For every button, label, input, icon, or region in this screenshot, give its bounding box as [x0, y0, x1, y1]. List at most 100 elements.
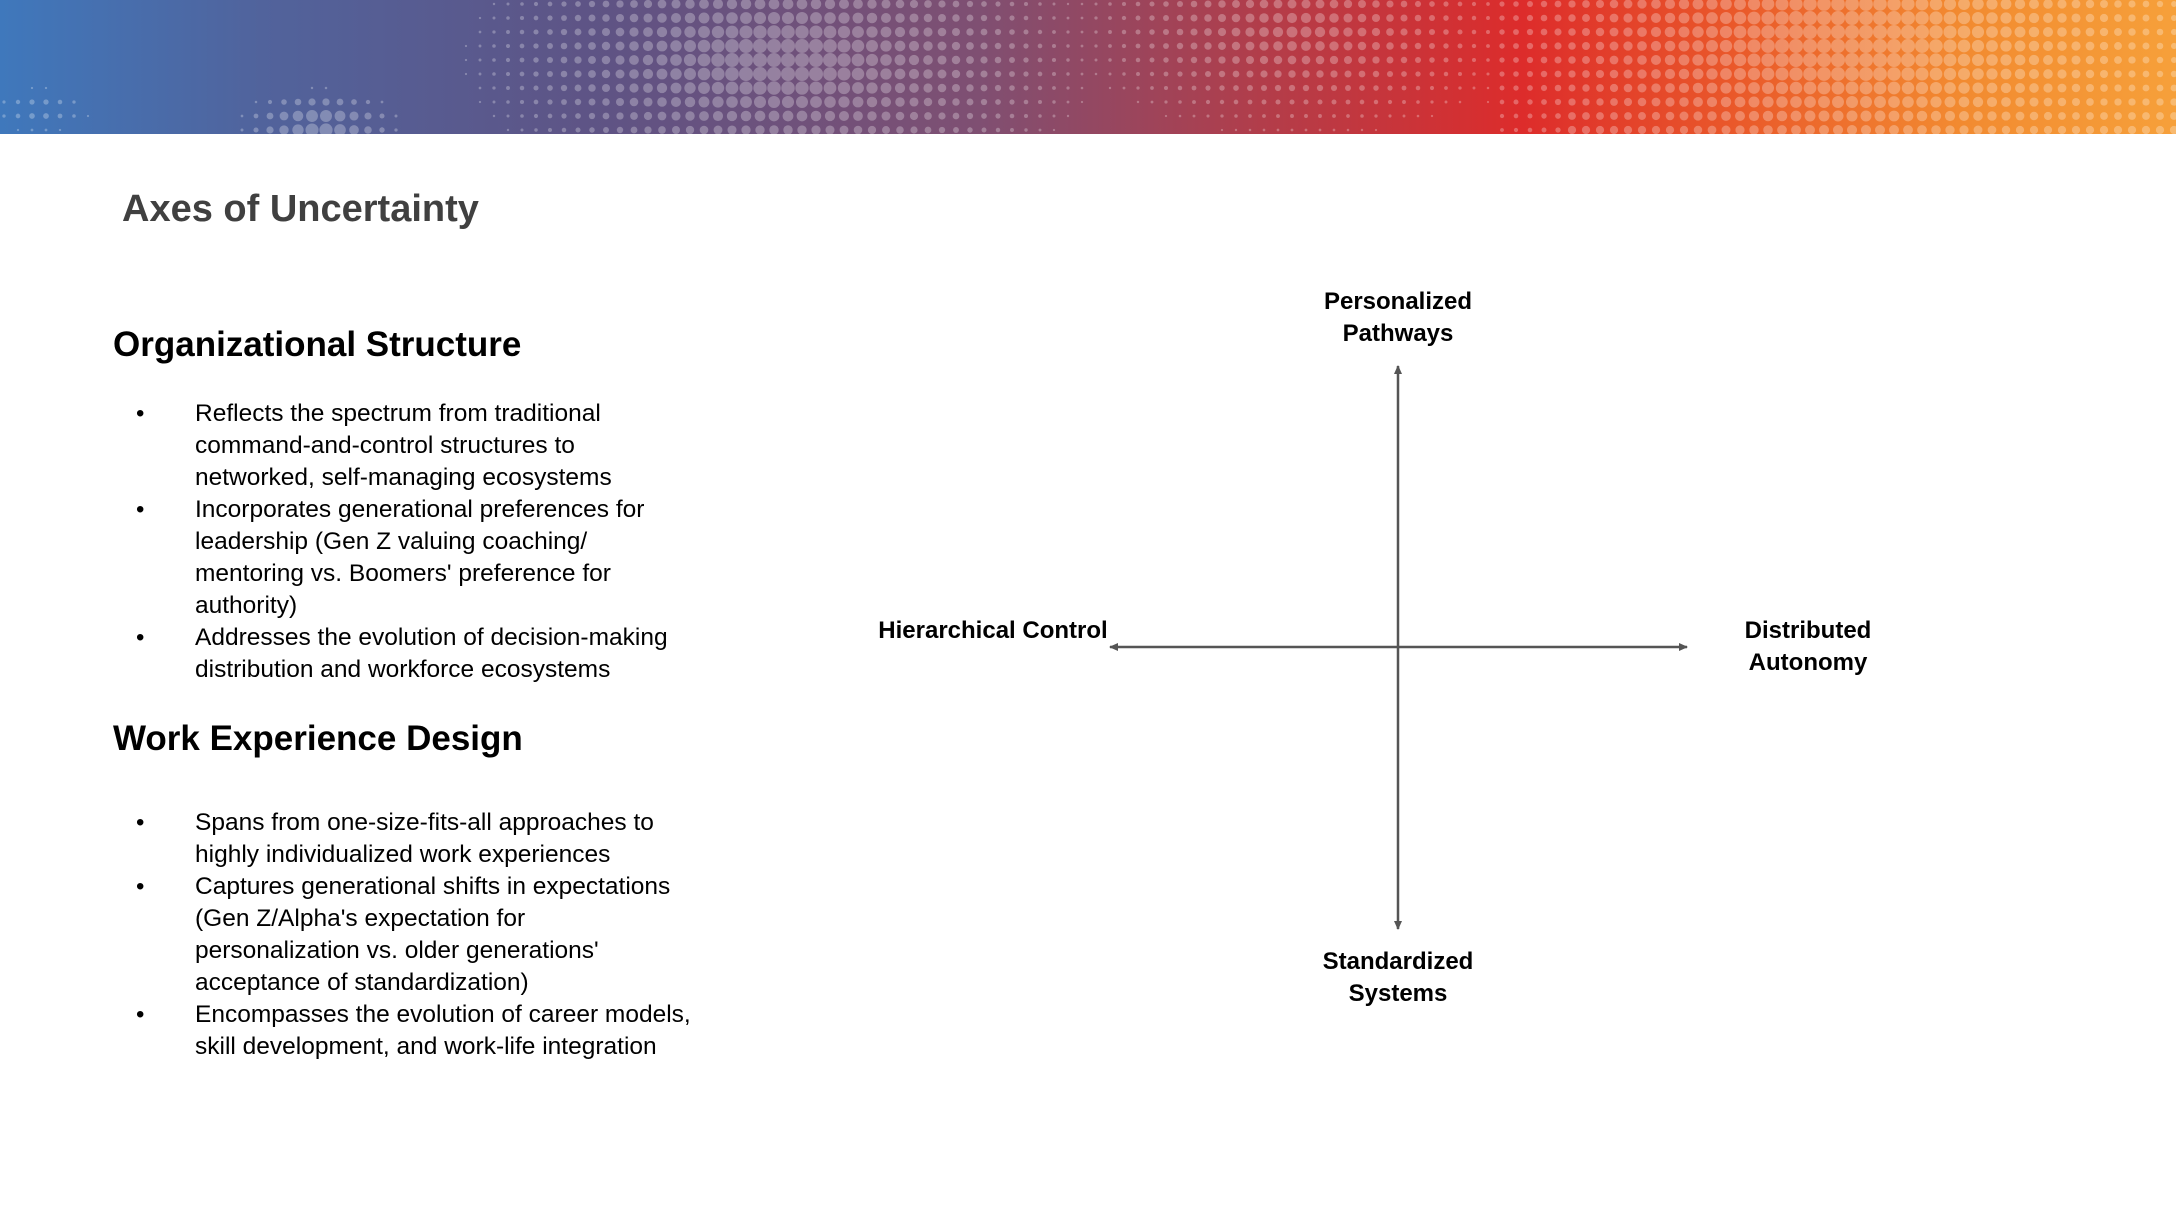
- banner-dot: [1692, 0, 1704, 10]
- banner-dot: [588, 42, 596, 50]
- banner-dot: [1749, 125, 1759, 134]
- banner-dot: [1204, 42, 1212, 50]
- banner-dot: [685, 111, 695, 121]
- banner-dot: [1205, 99, 1211, 105]
- banner-dot: [2170, 56, 2176, 64]
- banner-dot: [1052, 128, 1056, 132]
- banner-dot: [1332, 128, 1336, 132]
- banner-dot: [1817, 53, 1831, 67]
- banner-dot: [560, 28, 568, 36]
- banner-dot: [966, 14, 974, 22]
- banner-dot: [823, 25, 837, 39]
- banner-dot: [1582, 112, 1590, 120]
- banner-dot: [1986, 82, 1998, 94]
- banner-dot: [305, 123, 319, 134]
- banner-dot: [1513, 99, 1519, 105]
- banner-dot: [880, 82, 892, 94]
- banner-dot: [2015, 97, 2025, 107]
- banner-dot: [2114, 42, 2122, 50]
- banner-dot: [795, 95, 809, 109]
- banner-dot: [938, 126, 946, 134]
- banner-dot: [1190, 42, 1198, 50]
- banner-dot: [1693, 111, 1703, 121]
- banner-dot: [615, 83, 625, 93]
- banner-dot: [1486, 100, 1490, 104]
- banner-dot: [1831, 11, 1845, 25]
- banner-dot: [656, 26, 668, 38]
- banner-dot: [1486, 2, 1490, 6]
- banner-dot: [1915, 67, 1929, 81]
- banner-dot: [1513, 57, 1519, 63]
- banner-dot: [1388, 114, 1392, 118]
- banner-dot: [1457, 57, 1463, 63]
- banner-dot: [1623, 0, 1633, 9]
- banner-dot: [1357, 27, 1367, 37]
- banner-dot: [1859, 81, 1873, 95]
- banner-dot: [1428, 14, 1436, 22]
- banner-dot: [1304, 128, 1308, 132]
- section-heading-work-experience: Work Experience Design: [113, 719, 523, 758]
- banner-dot: [894, 82, 906, 94]
- banner-dot: [1958, 68, 1970, 80]
- banner-dot: [755, 125, 765, 134]
- header-banner: [0, 0, 2176, 134]
- banner-dot: [2114, 0, 2122, 8]
- banner-dot: [1540, 84, 1548, 92]
- banner-dot: [2114, 28, 2122, 36]
- banner-dot: [1582, 0, 1590, 8]
- banner-dot: [994, 56, 1002, 64]
- banner-dot: [852, 26, 864, 38]
- banner-dot: [2000, 0, 2012, 10]
- banner-dot: [1486, 44, 1490, 48]
- banner-dot: [1817, 39, 1831, 53]
- banner-dot: [1259, 13, 1269, 23]
- banner-dot: [1651, 125, 1661, 134]
- banner-dot: [2071, 41, 2081, 51]
- banner-dot: [1568, 56, 1576, 64]
- banner-dot: [1582, 98, 1590, 106]
- banner-dot: [2114, 84, 2122, 92]
- banner-dot: [1651, 111, 1661, 121]
- banner-dot: [2114, 70, 2122, 78]
- banner-dot: [1274, 84, 1282, 92]
- banner-dot: [1582, 14, 1590, 22]
- banner-dot: [1554, 70, 1562, 78]
- banner-dot: [1329, 41, 1339, 51]
- banner-dot: [1499, 43, 1505, 49]
- banner-dot: [1595, 69, 1605, 79]
- banner-dot: [1860, 110, 1872, 122]
- banner-dot: [1009, 85, 1015, 91]
- banner-dot: [1748, 110, 1760, 122]
- banner-dot: [44, 86, 48, 90]
- banner-dot: [1486, 58, 1490, 62]
- banner-dot: [711, 81, 725, 95]
- banner-dot: [1080, 44, 1084, 48]
- banner-dot: [1318, 114, 1322, 118]
- banner-dot: [1540, 28, 1548, 36]
- banner-dot: [1568, 98, 1576, 106]
- banner-dot: [1915, 11, 1929, 25]
- banner-dot: [1527, 85, 1533, 91]
- banner-dot: [1901, 39, 1915, 53]
- banner-dot: [726, 96, 738, 108]
- banner-dot: [2100, 84, 2108, 92]
- banner-dot: [1693, 125, 1703, 134]
- banner-dot: [1706, 68, 1718, 80]
- banner-dot: [2128, 0, 2136, 8]
- banner-dot: [1651, 0, 1661, 9]
- banner-dot: [783, 125, 793, 134]
- banner-dot: [712, 96, 724, 108]
- banner-dot: [1818, 96, 1830, 108]
- banner-dot: [58, 128, 62, 132]
- list-item: •Addresses the evolution of decision-mak…: [113, 622, 693, 686]
- banner-dot: [519, 85, 525, 91]
- banner-dot: [1037, 29, 1043, 35]
- banner-dot: [671, 0, 681, 9]
- banner-dot: [699, 0, 709, 9]
- list-item: •Incorporates generational preferences f…: [113, 494, 693, 622]
- banner-dot: [574, 42, 582, 50]
- banner-dot: [2071, 97, 2081, 107]
- axis-label-top: Personalized Pathways: [1323, 288, 1473, 347]
- banner-dot: [2086, 98, 2094, 106]
- banner-dot: [1943, 67, 1957, 81]
